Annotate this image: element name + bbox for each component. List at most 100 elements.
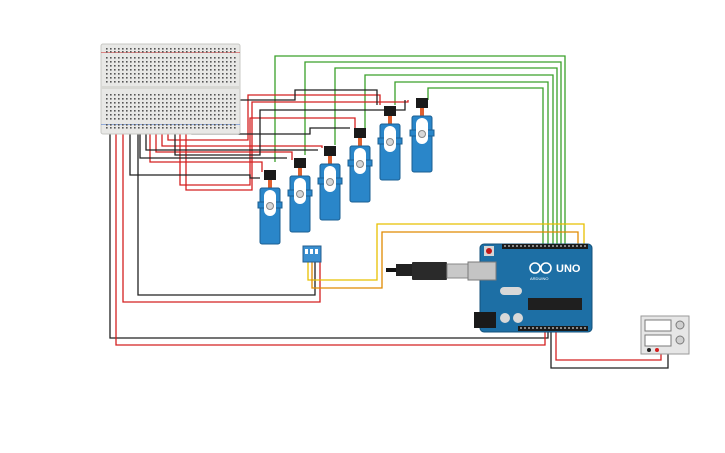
- servo-2[interactable]: [287, 158, 313, 233]
- wire-red-arduino[interactable]: [115, 130, 546, 346]
- servo-lead: [388, 116, 392, 128]
- knob-voltage-icon[interactable]: [675, 320, 685, 330]
- servo-gear-icon: [386, 138, 394, 146]
- wire-red-6[interactable]: [185, 100, 409, 191]
- servo-6[interactable]: [409, 98, 435, 173]
- breadboard-hole: [150, 51, 152, 53]
- breadboard-hole: [146, 51, 148, 53]
- breadboard-hole: [194, 98, 196, 100]
- wire-orange[interactable]: [311, 231, 579, 289]
- breadboard-hole: [134, 69, 136, 71]
- wire-black-6[interactable]: [240, 89, 378, 105]
- wire-red-long[interactable]: [122, 130, 321, 303]
- breadboard-hole: [122, 77, 124, 79]
- wire-green-5[interactable]: [394, 81, 549, 246]
- breadboard-hole: [162, 118, 164, 120]
- breadboard-hole: [110, 69, 112, 71]
- arduino-board[interactable]: UNO ARDUINO: [386, 243, 593, 333]
- breadboard-hole: [166, 94, 168, 96]
- servo-5[interactable]: [377, 106, 403, 181]
- terminal-positive-icon[interactable]: [655, 348, 659, 352]
- wire-red-5[interactable]: [179, 117, 356, 186]
- knob-current-icon[interactable]: [675, 335, 685, 345]
- breadboard-hole: [234, 51, 236, 53]
- wire-green-3[interactable]: [334, 67, 558, 246]
- breadboard-hole: [126, 65, 128, 67]
- breadboard-hole: [142, 51, 144, 53]
- breadboard-hole: [206, 61, 208, 63]
- breadboard-hole: [214, 127, 216, 129]
- breadboard-hole: [226, 65, 228, 67]
- breadboard-hole: [106, 127, 108, 129]
- pin: [544, 327, 546, 329]
- breadboard-hole: [138, 94, 140, 96]
- pin: [560, 327, 562, 329]
- breadboard-hole: [174, 94, 176, 96]
- breadboard-hole: [170, 118, 172, 120]
- breadboard-hole: [186, 81, 188, 83]
- wire-red-2[interactable]: [155, 130, 293, 160]
- breadboard-hole: [214, 124, 216, 126]
- wire-red-psu[interactable]: [555, 330, 662, 361]
- wire-black-psu[interactable]: [550, 330, 669, 369]
- breadboard-hole: [210, 61, 212, 63]
- pin: [524, 327, 526, 329]
- breadboard-hole: [110, 57, 112, 59]
- breadboard-hole: [114, 124, 116, 126]
- breadboard-hole: [186, 57, 188, 59]
- pin: [552, 327, 554, 329]
- breadboard-hole: [174, 106, 176, 108]
- breadboard-hole: [230, 73, 232, 75]
- breadboard-hole: [110, 98, 112, 100]
- breadboard-hole: [198, 102, 200, 104]
- usb-plug: [412, 262, 447, 280]
- breadboard-hole: [106, 77, 108, 79]
- wire-green-6[interactable]: [427, 87, 544, 246]
- breadboard-hole: [154, 114, 156, 116]
- pin-marks: [504, 245, 586, 329]
- breadboard[interactable]: [100, 43, 241, 135]
- wire-black-arduino[interactable]: [109, 130, 549, 339]
- breadboard-hole: [158, 102, 160, 104]
- power-supply[interactable]: [640, 315, 690, 355]
- breadboard-hole: [222, 102, 224, 104]
- breadboard-hole: [226, 124, 228, 126]
- breadboard-hole: [202, 65, 204, 67]
- pin: [524, 245, 526, 247]
- breadboard-hole: [214, 118, 216, 120]
- breadboard-hole: [110, 81, 112, 83]
- servo-lead: [358, 138, 362, 150]
- breadboard-hole: [190, 94, 192, 96]
- wire-black-long[interactable]: [137, 130, 316, 296]
- wire-red-4[interactable]: [167, 94, 381, 141]
- breadboard-hole: [194, 110, 196, 112]
- pin: [540, 327, 542, 329]
- servo-gear-icon: [266, 202, 274, 210]
- wire-yellow[interactable]: [307, 223, 585, 281]
- breadboard-hole: [106, 124, 108, 126]
- breadboard-hole: [138, 48, 140, 50]
- wire-black-1[interactable]: [129, 130, 260, 179]
- dip-switch[interactable]: [302, 245, 322, 263]
- wire-black-3[interactable]: [145, 130, 318, 151]
- breadboard-hole: [174, 114, 176, 116]
- wire-red-3[interactable]: [161, 130, 323, 148]
- breadboard-hole: [154, 102, 156, 104]
- servo-4[interactable]: [347, 128, 373, 203]
- wire-green-2[interactable]: [304, 61, 562, 246]
- breadboard-hole: [206, 118, 208, 120]
- wire-green-1[interactable]: [274, 55, 566, 246]
- breadboard-hole: [162, 127, 164, 129]
- breadboard-hole: [174, 127, 176, 129]
- breadboard-hole: [182, 127, 184, 129]
- breadboard-hole: [178, 98, 180, 100]
- servo-1[interactable]: [257, 170, 283, 245]
- terminal-negative-icon[interactable]: [647, 348, 651, 352]
- breadboard-hole: [190, 124, 192, 126]
- breadboard-hole: [178, 110, 180, 112]
- wire-red-1[interactable]: [149, 130, 263, 172]
- wire-black-4[interactable]: [174, 100, 406, 156]
- wire-black-2[interactable]: [139, 130, 287, 159]
- breadboard-hole: [158, 114, 160, 116]
- servo-3[interactable]: [317, 146, 343, 221]
